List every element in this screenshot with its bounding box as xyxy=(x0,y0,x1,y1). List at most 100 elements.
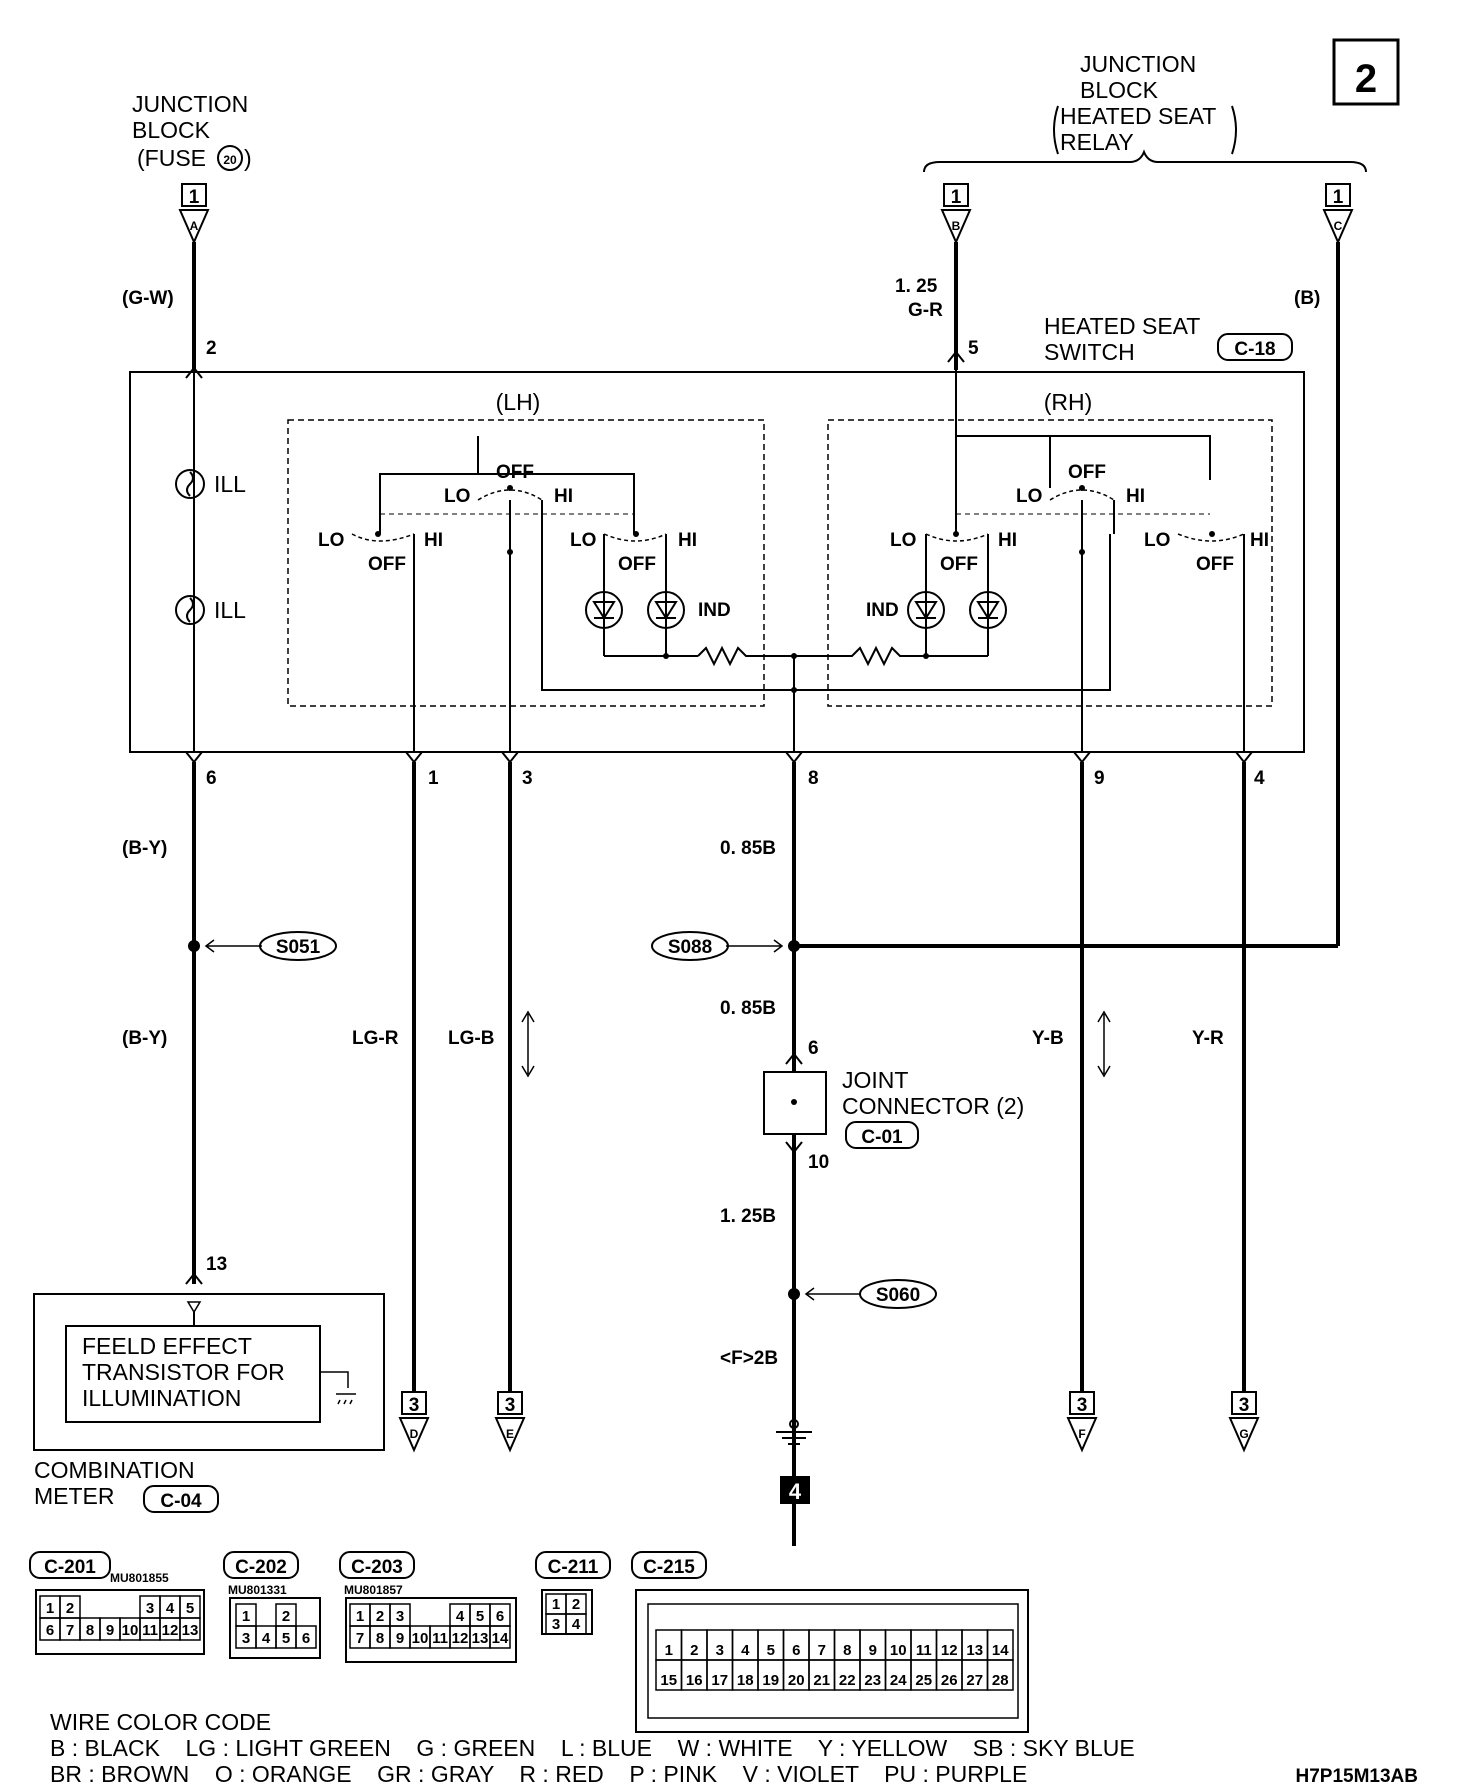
pin-number: 13 xyxy=(472,1630,489,1647)
node xyxy=(663,653,669,659)
page-number: 2 xyxy=(1355,57,1377,101)
node xyxy=(1079,549,1085,555)
switch-arc xyxy=(925,533,989,542)
pin-number: 9 xyxy=(396,1630,404,1647)
lh-ind: IND xyxy=(698,600,731,621)
splice-arrow xyxy=(804,1287,860,1301)
pin-mark xyxy=(185,751,203,764)
meter-label-2: METER xyxy=(34,1483,115,1509)
ill-lamp-2: ILL xyxy=(175,595,246,625)
next-page-number: 4 xyxy=(789,1479,802,1504)
pin-number: 14 xyxy=(492,1630,509,1647)
switch-label-1: HEATED SEAT xyxy=(1044,313,1200,339)
rh-hi-2: HI xyxy=(1126,486,1145,507)
color-code-line-2: BR : BROWN O : ORANGE GR : GRAY R : RED … xyxy=(50,1761,1027,1787)
node xyxy=(791,1099,797,1105)
twisted-pair-arrow xyxy=(1097,1010,1111,1078)
connector-badge xyxy=(29,1551,111,1579)
pin-4: 4 xyxy=(1254,768,1265,789)
rh-lo-1: LO xyxy=(890,530,916,551)
pin-cell xyxy=(986,1659,1014,1691)
meter-pin-13: 13 xyxy=(206,1254,227,1275)
splice-id: S051 xyxy=(276,937,321,958)
pin-number: 8 xyxy=(376,1630,384,1647)
pin-cell xyxy=(565,1613,587,1635)
lh-label: (LH) xyxy=(496,389,541,415)
contact xyxy=(633,531,639,537)
connector-part: MU801331 xyxy=(228,1583,287,1597)
fet-line-2: TRANSISTOR FOR xyxy=(82,1359,285,1385)
connector-id: C-215 xyxy=(643,1557,695,1578)
terminal-letter: C xyxy=(1334,219,1343,233)
pin-6: 6 xyxy=(206,768,217,789)
wire-label-gr-size: 1. 25 xyxy=(895,276,938,297)
rh-bus-top xyxy=(956,435,1211,480)
pin-number: 4 xyxy=(572,1616,581,1633)
terminal-box xyxy=(401,1391,427,1415)
meter-connector-badge xyxy=(143,1485,219,1513)
pin-number: 10 xyxy=(122,1622,139,1639)
rh-off-2: OFF xyxy=(1068,462,1106,483)
color-code-line-1: B : BLACK LG : LIGHT GREEN G : GREEN L :… xyxy=(50,1735,1135,1761)
connector-badge xyxy=(223,1551,299,1579)
pin-number: 17 xyxy=(711,1672,728,1689)
pin-mark xyxy=(947,350,965,363)
rh-lo-3: LO xyxy=(1144,530,1170,551)
switch-connector-badge xyxy=(1217,333,1293,361)
ill-label-2: ILL xyxy=(214,597,246,623)
jb-relay-line1: JUNCTION xyxy=(1080,51,1196,77)
pin-number: 9 xyxy=(869,1642,877,1659)
pin-number: 22 xyxy=(839,1672,856,1689)
splice-id: S088 xyxy=(668,937,712,958)
terminal-box xyxy=(1069,1391,1095,1415)
fet-ground-icon xyxy=(320,1371,356,1405)
terminal-letter: E xyxy=(506,1427,514,1441)
pin-number: 3 xyxy=(716,1642,724,1659)
terminal-letter: B xyxy=(952,219,961,233)
lamp-icon xyxy=(175,469,205,499)
switch-arc xyxy=(351,533,415,542)
terminal-page: 3 xyxy=(1239,1395,1250,1416)
lh-switch-circuit: LO HI OFF LO HI OFF LO HI OFF IND xyxy=(318,436,1111,752)
pin-number: 4 xyxy=(741,1642,750,1659)
jb-relay-line2: BLOCK xyxy=(1080,77,1159,103)
pin-number: 3 xyxy=(396,1608,404,1625)
pin-number: 7 xyxy=(818,1642,826,1659)
ground-icon xyxy=(776,1408,812,1445)
connector-housing xyxy=(35,1589,205,1655)
lh-common-bus xyxy=(379,473,635,534)
switch-connector-id: C-18 xyxy=(1234,339,1275,360)
rh-lo-2: LO xyxy=(1016,486,1042,507)
ill-label-1: ILL xyxy=(214,471,246,497)
pin-8: 8 xyxy=(808,768,819,789)
terminal-page: 3 xyxy=(505,1395,516,1416)
switch-label-2: SWITCH xyxy=(1044,339,1135,365)
pin-number: 6 xyxy=(792,1642,800,1659)
splice-dot xyxy=(788,940,800,952)
pin-number: 10 xyxy=(890,1642,907,1659)
terminal-triangle xyxy=(1066,1417,1098,1453)
wire-label-yb: Y-B xyxy=(1032,1028,1064,1049)
terminal-out-G: 3 G xyxy=(1228,1391,1260,1453)
pin-number: 6 xyxy=(496,1608,504,1625)
joint-connector: 6 10 JOINT CONNECTOR (2) C-01 xyxy=(763,1038,1024,1546)
lh-section xyxy=(287,419,765,707)
pin-mark xyxy=(785,1141,803,1154)
pin-number: 6 xyxy=(302,1630,310,1647)
led-icon xyxy=(647,591,685,629)
pin-number: 12 xyxy=(452,1630,469,1647)
lh-lo-1: LO xyxy=(318,530,344,551)
jb-fuse-line1: JUNCTION xyxy=(132,91,248,117)
jb-relay-parens xyxy=(1053,105,1237,155)
terminal-out-E: 3 E xyxy=(494,1391,526,1453)
junction-block-fuse-label: JUNCTION BLOCK (FUSE 20 ) xyxy=(132,91,252,171)
terminal-in-C: 1 C xyxy=(1322,183,1354,245)
pin-number: 1 xyxy=(242,1608,250,1625)
pin-number: 21 xyxy=(813,1672,830,1689)
pin-mark xyxy=(185,1272,203,1285)
